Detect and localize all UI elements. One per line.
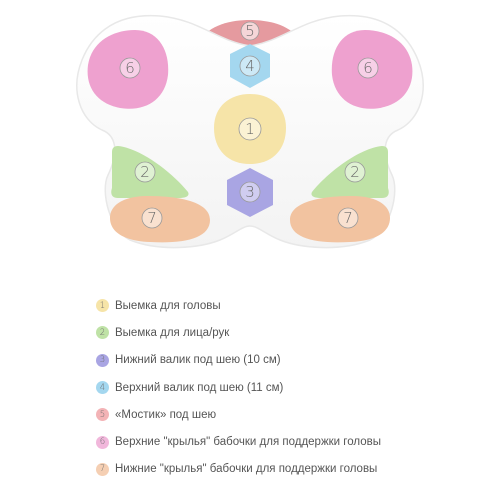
legend-label: Выемка для головы xyxy=(115,299,221,312)
zone-number-6: 6 xyxy=(125,59,135,77)
zone-badge-2-right: 2 xyxy=(344,161,366,183)
zone-4-upper-neck-roll xyxy=(230,44,270,88)
legend-number-badge: 3 xyxy=(96,353,109,367)
zone-number-3: 3 xyxy=(245,183,255,201)
legend-label: Выемка для лица/рук xyxy=(115,326,230,339)
butterfly-pillow-diagram: 5 6 6 4 1 3 2 2 7 7 xyxy=(76,14,424,249)
zone-number-4: 4 xyxy=(245,57,255,75)
legend-label: Нижние "крылья" бабочки для поддержки го… xyxy=(115,463,378,476)
zone-number-7: 7 xyxy=(147,209,157,227)
zone-number-1: 1 xyxy=(245,120,255,138)
zone-number-2: 2 xyxy=(350,163,360,181)
zone-3-lower-neck-roll xyxy=(227,168,273,217)
zone-number-5: 5 xyxy=(245,22,255,40)
legend-number-badge: 4 xyxy=(96,381,109,395)
legend-label: «Мостик» под шею xyxy=(115,408,217,421)
legend-number-badge: 2 xyxy=(96,326,109,340)
zone-badge-6-right: 6 xyxy=(357,57,379,79)
zone-badge-4: 4 xyxy=(239,55,261,77)
legend-number-badge: 5 xyxy=(96,408,109,422)
legend-item-4: 4 Верхний валик под шею (11 см) xyxy=(96,374,381,401)
zone-badge-7-right: 7 xyxy=(337,207,359,229)
legend-item-5: 5 «Мостик» под шею xyxy=(96,401,381,428)
zone-badge-5: 5 xyxy=(240,21,260,41)
zone-badge-6-left: 6 xyxy=(119,57,141,79)
zone-badge-2-left: 2 xyxy=(134,161,156,183)
legend-number-badge: 6 xyxy=(96,435,109,449)
zone-badge-1: 1 xyxy=(238,117,262,141)
legend-item-2: 2 Выемка для лица/рук xyxy=(96,319,381,346)
zone-number-7: 7 xyxy=(343,209,353,227)
legend-item-3: 3 Нижний валик под шею (10 см) xyxy=(96,347,381,374)
legend-item-1: 1 Выемка для головы xyxy=(96,292,381,319)
zone-badge-3: 3 xyxy=(239,181,261,203)
zone-number-6: 6 xyxy=(363,59,373,77)
legend-number-badge: 1 xyxy=(96,299,109,313)
legend-label: Нижний валик под шею (10 см) xyxy=(115,354,281,367)
legend-label: Верхний валик под шею (11 см) xyxy=(115,381,284,394)
legend-label: Верхние "крылья" бабочки для поддержки г… xyxy=(115,436,381,449)
legend-item-6: 6 Верхние "крылья" бабочки для поддержки… xyxy=(96,428,381,455)
zone-badge-7-left: 7 xyxy=(141,207,163,229)
legend-number-badge: 7 xyxy=(96,462,109,476)
legend-item-7: 7 Нижние "крылья" бабочки для поддержки … xyxy=(96,456,381,483)
zone-legend: 1 Выемка для головы 2 Выемка для лица/ру… xyxy=(96,292,381,483)
zone-number-2: 2 xyxy=(140,163,150,181)
